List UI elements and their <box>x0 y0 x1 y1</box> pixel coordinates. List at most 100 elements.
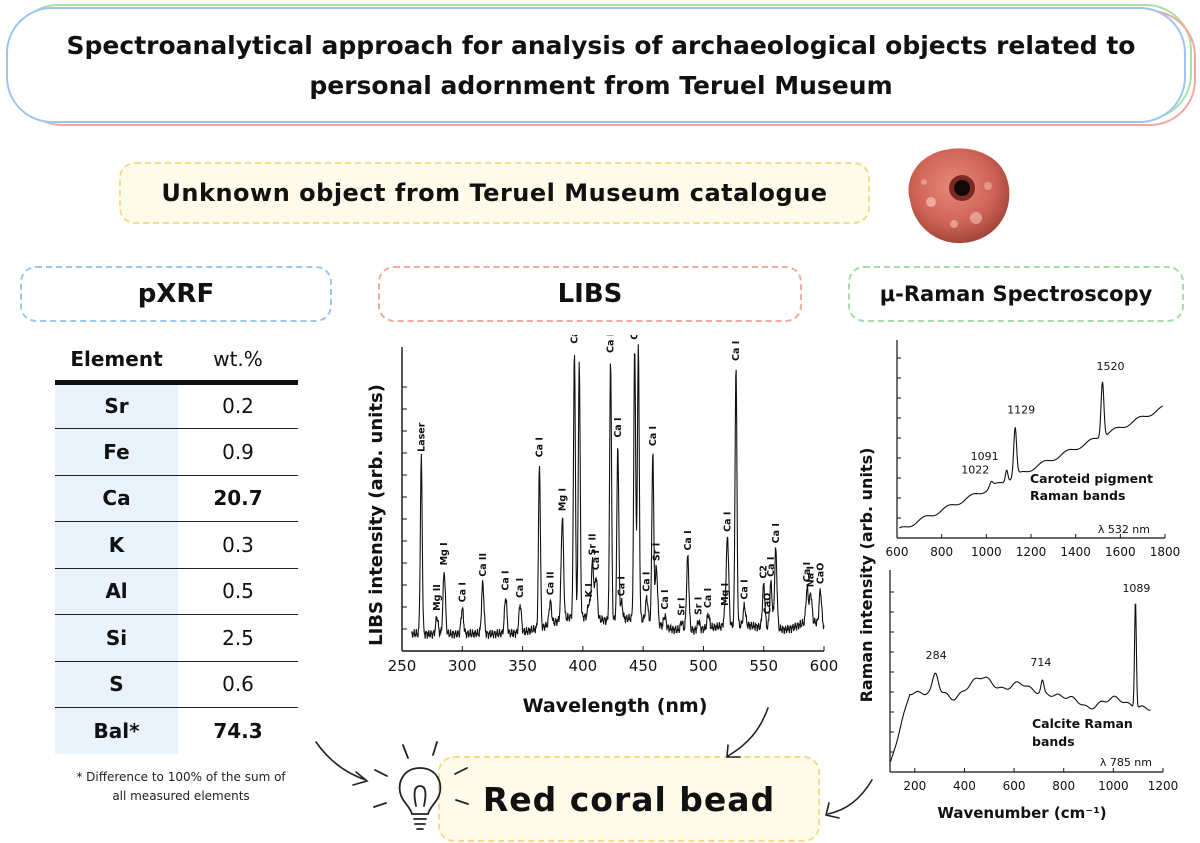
libs-peak-label: CaO <box>815 563 826 584</box>
pxrf-header-element: Element <box>55 338 178 385</box>
libs-peak-label: Ca I <box>660 589 671 609</box>
raman-532-peak-label: 1022 <box>961 464 989 477</box>
libs-band-label: CaO <box>762 593 773 614</box>
libs-peak-label: Mg I <box>720 583 731 606</box>
table-row: Si 2.5 <box>55 614 298 662</box>
pxrf-element-cell: K <box>55 521 178 569</box>
libs-peak-label: Sr I <box>694 597 705 615</box>
libs-peak-label: Ca I <box>534 437 545 457</box>
table-row: Fe 0.9 <box>55 428 298 476</box>
raman-785-peak-label: 714 <box>1030 656 1051 669</box>
pxrf-value-cell: 0.2 <box>178 382 298 429</box>
pxrf-value-cell: 0.9 <box>178 428 298 476</box>
bead-speckle <box>984 182 992 190</box>
libs-spectrum-line <box>411 344 825 639</box>
raman-532-peak-label: 1129 <box>1007 403 1035 416</box>
libs-x-tick-label: 500 <box>689 657 718 675</box>
pxrf-element-cell: Al <box>55 568 178 615</box>
libs-peak-label: Ca II <box>569 335 580 344</box>
unknown-object-label: Unknown object from Teruel Museum catalo… <box>119 162 870 224</box>
libs-peak-label: Ca I <box>739 579 750 599</box>
raman-785-peak-label: 1089 <box>1122 582 1150 595</box>
raman-785-annotation-line-2: bands <box>1032 734 1075 749</box>
arrow-icon <box>827 779 873 815</box>
pxrf-value-cell: 74.3 <box>178 707 298 754</box>
pxrf-element-cell: Ca <box>55 475 178 522</box>
pxrf-value-cell: 0.5 <box>178 568 298 615</box>
footnote-line-2: all measured elements <box>112 789 250 803</box>
title-line-2: personal adornment from Teruel Museum <box>309 71 893 100</box>
libs-peak-label: Ca II <box>545 571 556 595</box>
libs-peak-label: Ca I <box>616 576 627 596</box>
raman-785-x-tick-label: 200 <box>903 779 926 793</box>
raman-785-x-tick-label: 800 <box>1052 779 1075 793</box>
libs-peak-label: C2 <box>759 565 770 579</box>
result-label: Red coral bead <box>438 756 820 842</box>
libs-peak-label: Mg II <box>432 584 443 611</box>
raman-785-x-tick-label: 400 <box>953 779 976 793</box>
raman-785-peak-label: 284 <box>926 649 947 662</box>
libs-peak-label: Mg I <box>557 488 568 511</box>
libs-y-axis-label: LIBS intensity (arb. units) <box>366 384 387 646</box>
libs-peak-label: Sr I <box>651 543 662 561</box>
pxrf-value-cell: 0.6 <box>178 661 298 708</box>
table-row: S 0.6 <box>55 661 298 708</box>
libs-peak-label: Ca I <box>648 426 659 446</box>
libs-peak-label: Ca I <box>515 578 526 598</box>
arrow-icon <box>315 741 367 781</box>
table-row: Sr 0.2 <box>55 382 298 429</box>
raman-y-axis-label-wrap: Raman intensity (arb. units) <box>857 448 876 703</box>
title-line-1: Spectroanalytical approach for analysis … <box>66 31 1136 60</box>
pxrf-table: Element wt.% Sr 0.2 Fe 0.9 Ca 20.7 K 0.3… <box>55 338 298 754</box>
bead-speckle <box>926 197 936 207</box>
raman-y-axis-label: Raman intensity (arb. units) <box>857 448 876 703</box>
raman-532-annotation-line-1: Caroteid pigment <box>1030 471 1153 486</box>
libs-x-tick-label: 600 <box>810 657 839 675</box>
title-banner: Spectroanalytical approach for analysis … <box>6 4 1196 126</box>
libs-x-tick-label: 400 <box>569 657 598 675</box>
arrow-icon <box>726 744 741 758</box>
libs-x-axis-label: Wavelength (nm) <box>523 695 708 717</box>
red-coral-bead-image <box>908 148 1010 244</box>
libs-peak-label: Sr I <box>677 597 688 615</box>
pxrf-value-cell: 20.7 <box>178 475 298 522</box>
libs-peak-label: Ca I <box>771 523 782 543</box>
pxrf-section-label: pXRF <box>20 266 332 322</box>
raman-785-annotation-line-1: Calcite Raman <box>1032 716 1133 731</box>
libs-peak-label: Ca I <box>606 335 617 353</box>
raman-532-x-tick-label: 1400 <box>1060 545 1091 559</box>
libs-peak-label: Ca I <box>703 588 714 608</box>
bead-speckle <box>970 212 982 224</box>
libs-peak-label: Na I <box>806 566 817 587</box>
raman-785-x-tick-label: 1000 <box>1098 779 1129 793</box>
raman-532-x-tick-label: 1200 <box>1016 545 1047 559</box>
libs-peak-label: Ca I <box>802 562 813 582</box>
libs-peak-label: Ca I <box>731 341 742 361</box>
arrow-icon <box>352 771 369 786</box>
libs-section-label: LIBS <box>378 266 802 322</box>
pxrf-footnote: * Difference to 100% of the sum of all m… <box>50 768 312 806</box>
libs-peak-label: Ca I <box>591 550 602 570</box>
table-row: Ca 20.7 <box>55 475 298 522</box>
libs-peak-label: Ca I <box>683 530 694 550</box>
lightbulb-icon <box>373 741 469 830</box>
libs-x-tick-label: 550 <box>749 657 778 675</box>
raman-section-label: μ-Raman Spectroscopy <box>848 266 1184 322</box>
libs-peak-label: Ca I <box>630 335 641 340</box>
libs-peak-label: Laser <box>416 422 427 452</box>
raman-532-peak-label: 1091 <box>971 450 999 463</box>
raman-532-annotation-line-2: Raman bands <box>1030 488 1125 503</box>
raman-532-spectrum-line <box>898 381 1164 529</box>
libs-peak-label: Ca I <box>642 572 653 592</box>
libs-peak-label: Ca I <box>501 570 512 590</box>
pxrf-element-cell: S <box>55 661 178 708</box>
libs-x-tick-label: 300 <box>448 657 477 675</box>
raman-532-x-tick-label: 800 <box>930 545 953 559</box>
pxrf-value-cell: 2.5 <box>178 614 298 662</box>
bead-speckle <box>950 220 958 228</box>
